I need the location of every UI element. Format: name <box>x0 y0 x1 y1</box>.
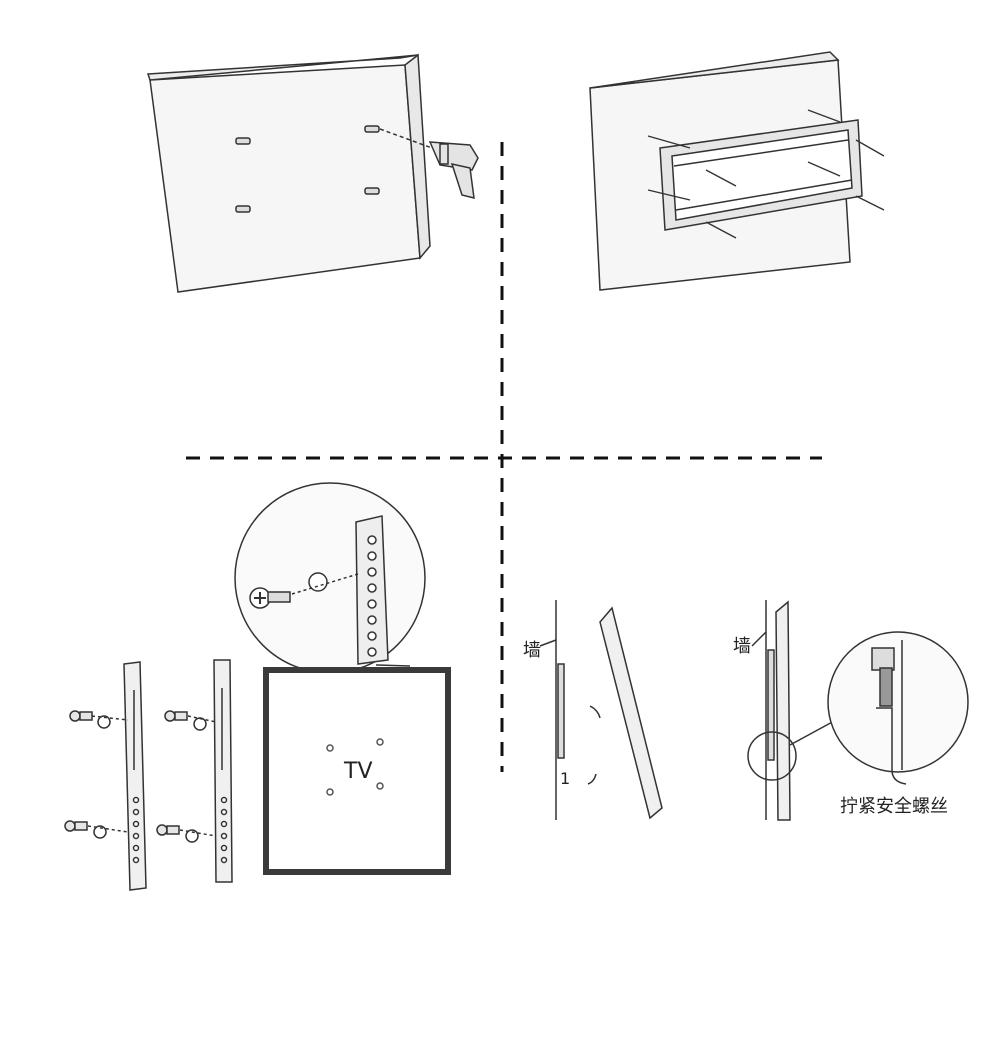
step2-bracket-on-wall <box>589 51 885 291</box>
right-arm <box>213 659 233 883</box>
wall-front-face <box>149 64 421 293</box>
wall-bolts <box>647 109 885 239</box>
hang-arrow-bottom <box>587 773 597 785</box>
drill-path <box>379 128 433 149</box>
safety-screw-detail <box>871 640 907 785</box>
detail-arm <box>355 515 389 665</box>
screw-guides <box>87 715 217 837</box>
wall-label-left: 墙 <box>523 640 541 661</box>
detail-ring-small <box>747 731 797 781</box>
wall-leader-left <box>539 639 557 647</box>
divider-lines <box>186 142 822 772</box>
left-arm <box>123 661 147 891</box>
wall-top-face <box>589 51 840 89</box>
arm-screws <box>64 710 207 843</box>
drill-icon <box>428 141 479 199</box>
tilted-tv <box>599 606 663 820</box>
detail-magnifier-circle <box>234 482 426 674</box>
wall-plate-left <box>557 663 565 759</box>
detail-magnifier-circle-right <box>827 631 969 773</box>
tighten-safety-screw-note: 拧紧安全螺丝 <box>840 796 948 817</box>
tv-panel <box>263 667 451 875</box>
step3-attach-arms <box>64 482 451 891</box>
detail-screw-icon <box>249 572 359 609</box>
wall-anchors <box>235 125 380 213</box>
wall-leader-right <box>751 631 767 647</box>
detail-connector <box>789 719 837 746</box>
callout-number: 1 <box>560 769 570 788</box>
mounted-tv <box>775 600 791 821</box>
wall-bracket <box>659 119 863 231</box>
tv-label: TV <box>343 759 373 784</box>
wall-side-face <box>404 53 431 260</box>
wall-label-right: 墙 <box>733 636 751 657</box>
hang-arrow-top <box>589 705 601 719</box>
magnifier-pointer <box>375 664 411 667</box>
tv-holes <box>326 738 384 796</box>
wall-top-face <box>146 54 419 81</box>
step1-drill-wall <box>146 53 479 293</box>
step4-hang-tv <box>539 600 969 821</box>
wall-plate-right <box>767 649 775 761</box>
